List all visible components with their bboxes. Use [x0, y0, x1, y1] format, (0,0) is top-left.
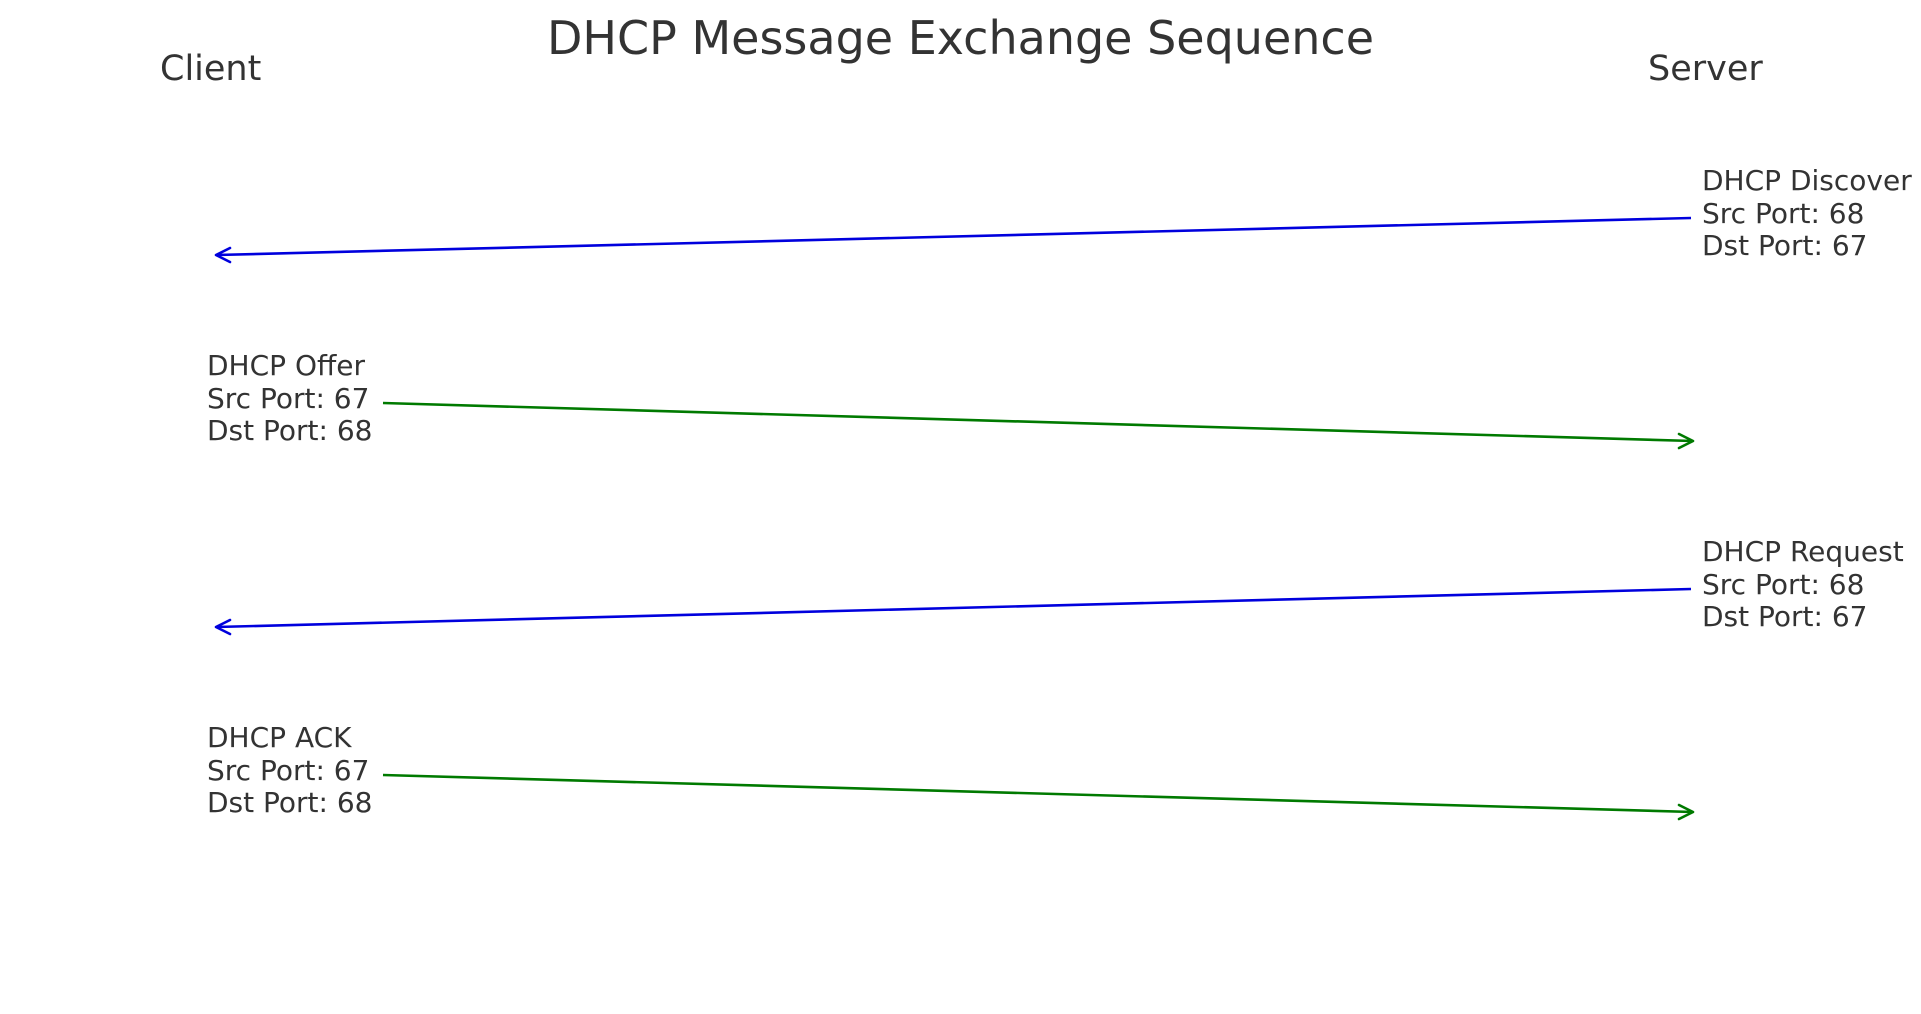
message-label-dhcp-request: DHCP Request Src Port: 68 Dst Port: 67: [1702, 535, 1904, 634]
arrowhead-dhcp-request: [214, 618, 232, 636]
message-src-port: Src Port: 67: [207, 753, 370, 787]
arrowhead-dhcp-offer: [1677, 432, 1695, 450]
message-dst-port: Dst Port: 68: [207, 414, 373, 447]
participant-server-label: Server: [1648, 49, 1763, 89]
message-src-port: Src Port: 68: [1702, 567, 1865, 601]
message-label-dhcp-offer: DHCP Offer Src Port: 67 Dst Port: 68: [207, 349, 373, 448]
message-name: DHCP Request: [1702, 535, 1904, 568]
message-label-dhcp-discover: DHCP Discover Src Port: 68 Dst Port: 67: [1702, 164, 1912, 263]
message-dst-port: Dst Port: 67: [1702, 229, 1868, 262]
diagram-title: DHCP Message Exchange Sequence: [546, 11, 1374, 65]
message-dst-port: Dst Port: 67: [1702, 600, 1868, 633]
arrow-dhcp-discover: [215, 216, 1692, 257]
message-name: DHCP Offer: [207, 349, 366, 382]
arrow-dhcp-request: [215, 587, 1692, 629]
arrow-dhcp-ack: [382, 773, 1694, 814]
message-dst-port: Dst Port: 68: [207, 786, 373, 819]
message-label-dhcp-ack: DHCP ACK Src Port: 67 Dst Port: 68: [207, 721, 373, 820]
arrowhead-dhcp-ack: [1677, 803, 1695, 821]
message-src-port: Src Port: 68: [1702, 196, 1865, 230]
arrow-dhcp-offer: [382, 401, 1694, 443]
message-name: DHCP Discover: [1702, 164, 1912, 197]
message-name: DHCP ACK: [207, 721, 352, 754]
arrowhead-dhcp-discover: [214, 246, 232, 264]
message-src-port: Src Port: 67: [207, 381, 370, 415]
participant-client-label: Client: [160, 49, 262, 89]
